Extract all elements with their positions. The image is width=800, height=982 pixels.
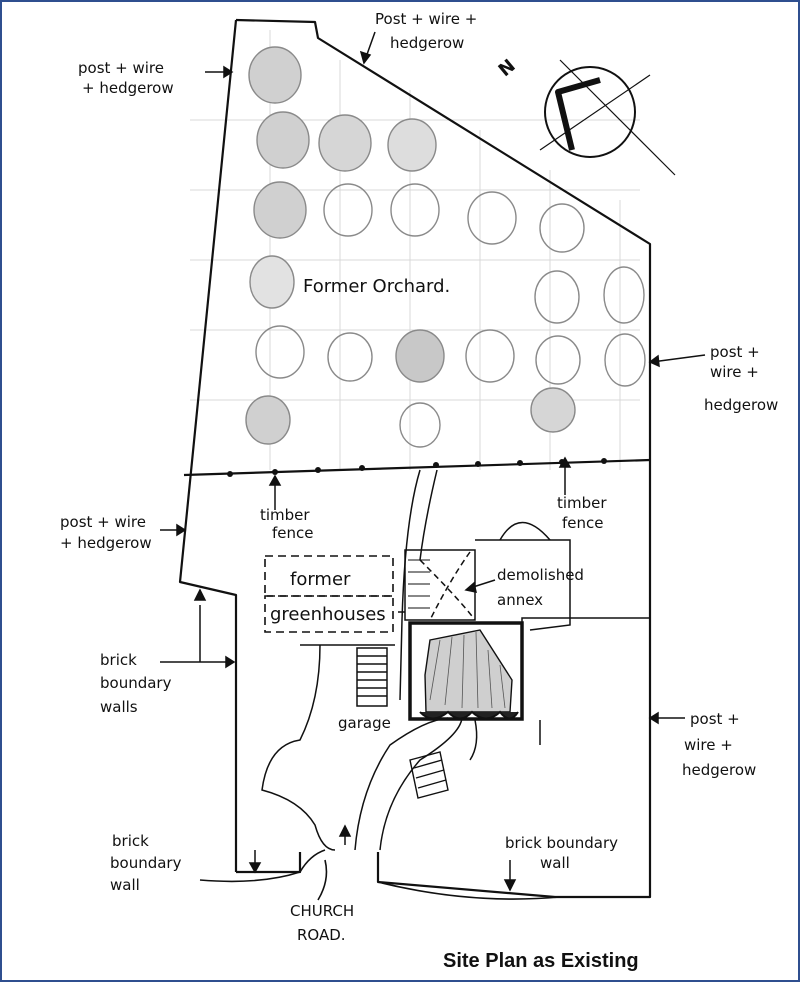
label-hedgerow-top: hedgerow <box>390 34 464 52</box>
label-former-orchard: Former Orchard. <box>303 276 450 297</box>
label-brick-boundary-br: brick boundary <box>505 834 618 852</box>
label-hedgerow-lower-right: hedgerow <box>682 761 756 779</box>
label-timber-left: timber <box>260 506 310 524</box>
label-wire-right: wire + <box>710 363 759 381</box>
north-label: N <box>495 55 520 81</box>
site-boundary <box>178 18 652 899</box>
road-edges <box>199 849 561 901</box>
label-hedgerow-right: hedgerow <box>704 396 778 414</box>
label-post-right: post + <box>710 343 760 361</box>
label-boundary-bl: boundary <box>110 854 182 872</box>
label-post-wire-top: Post + wire + <box>375 10 477 28</box>
orchard-trees <box>245 46 646 448</box>
label-garage: garage <box>338 714 391 732</box>
label-post-wire-top-left: post + wire <box>78 59 164 77</box>
label-boundary-walls: boundary <box>100 674 172 692</box>
label-timber-right: timber <box>557 494 607 512</box>
label-fence-right: fence <box>562 514 604 532</box>
label-former: former <box>290 569 351 590</box>
label-post-wire-mid-left: post + wire <box>60 513 146 531</box>
annex <box>404 521 571 631</box>
label-fence-left: fence <box>272 524 314 542</box>
label-church: CHURCH <box>290 902 354 920</box>
label-annex: annex <box>497 591 543 609</box>
label-brick-walls: brick <box>100 651 137 669</box>
callout-arrows <box>160 31 706 892</box>
figure-title: Site Plan as Existing <box>443 950 639 972</box>
label-wire-lower-right: wire + <box>684 736 733 754</box>
driveway <box>261 469 478 851</box>
steps <box>409 751 449 799</box>
label-hedgerow-mid-left: + hedgerow <box>60 534 152 552</box>
label-wall-br: wall <box>540 854 570 872</box>
label-greenhouses: greenhouses <box>270 604 386 625</box>
label-walls: walls <box>100 698 138 716</box>
label-hedgerow-top-left: + hedgerow <box>82 79 174 97</box>
label-post-lower-right: post + <box>690 710 740 728</box>
label-demolished: demolished <box>497 566 584 584</box>
label-wall-bl: wall <box>110 876 140 894</box>
north-arrow <box>539 59 676 176</box>
greenhouses <box>264 555 394 633</box>
house <box>408 621 524 721</box>
garage <box>356 647 388 707</box>
label-brick-bl: brick <box>112 832 149 850</box>
fence-posts <box>227 458 607 477</box>
inner-wall <box>521 617 650 745</box>
label-road: ROAD. <box>297 926 346 944</box>
